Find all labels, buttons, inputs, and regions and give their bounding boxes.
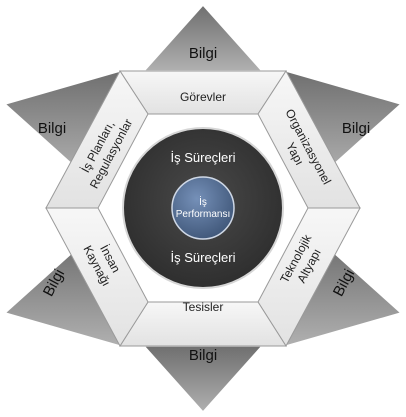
segment-label-lower-left: İnsan Kaynağı xyxy=(80,242,123,288)
star-label-top: Bilgi xyxy=(189,45,217,62)
ring-label-top: İş Süreçleri xyxy=(170,150,235,165)
performance-core xyxy=(171,176,235,240)
segment-label-top: Görevler xyxy=(180,90,226,104)
ring-label-bottom: İş Süreçleri xyxy=(170,250,235,265)
core-label-line1: İş xyxy=(199,195,207,208)
segment-label-bottom: Tesisler xyxy=(183,300,224,314)
core-label-line2: Performansı xyxy=(176,209,230,220)
star-label-bottom: Bilgi xyxy=(189,347,217,364)
segment-upper-left xyxy=(45,70,149,209)
star-label-upper-right: Bilgi xyxy=(342,120,370,137)
star-label-upper-left: Bilgi xyxy=(38,120,66,137)
